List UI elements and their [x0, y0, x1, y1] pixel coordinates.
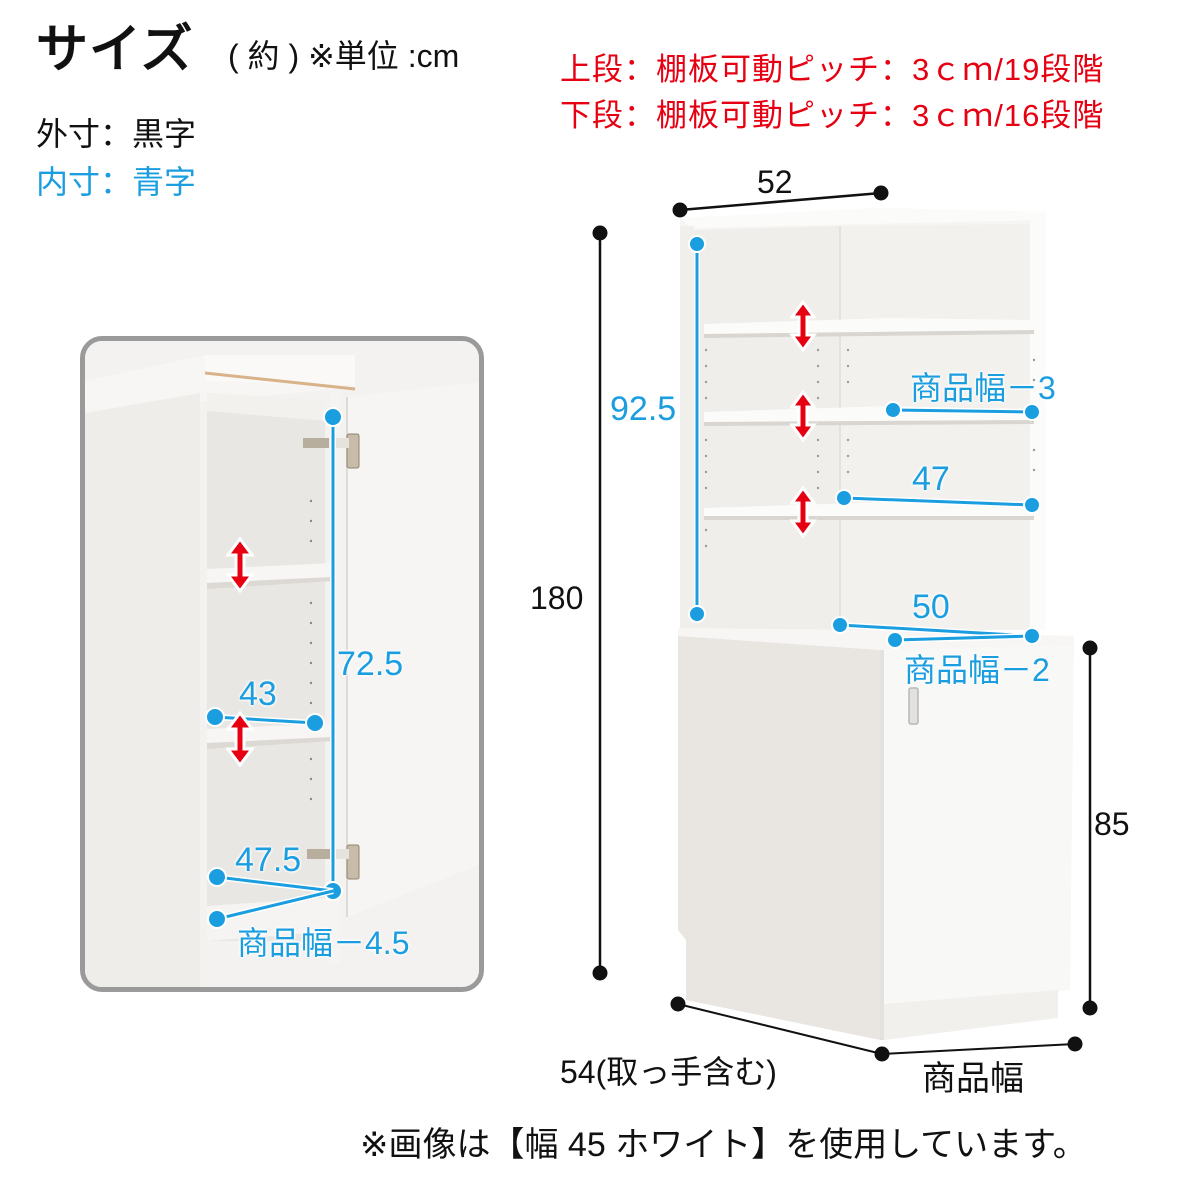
upper-shelf-pitch: 上段：棚板可動ピッチ：3ｃｍ/19段階 [560, 52, 1105, 87]
counter-depth-label: 50 [912, 588, 950, 626]
inset-shelf-depth-label: 43 [239, 675, 277, 713]
shelf-depth-label: 47 [912, 460, 950, 498]
door-handle-icon [908, 687, 919, 725]
lower-height-label: 85 [1094, 806, 1130, 842]
lower-inner-width-label: 商品幅－2 [904, 652, 1050, 688]
upper-height-label: 92.5 [610, 390, 677, 428]
lower-shelf-pitch: 下段：棚板可動ピッチ：3ｃｍ/16段階 [560, 98, 1105, 133]
shelf-adjust-arrow-icon [789, 299, 817, 539]
upper-shelf-unit [680, 208, 1046, 630]
inner-height-dimension-line [323, 407, 343, 901]
footnote: ※画像は【幅 45 ホワイト】を使用しています。 [360, 1126, 1087, 1164]
bottom-dimension-lines [207, 867, 334, 929]
lower-cabinet [678, 628, 1074, 1040]
legend-inner-dimensions: 内寸：青字 [36, 164, 197, 200]
shelf-adjust-arrow-icon [225, 536, 255, 768]
interior-closeup-illustration [85, 341, 479, 987]
unit-note: ( 約 ) ※単位 :cm [228, 38, 460, 74]
inset-inner-height-label: 72.5 [337, 645, 404, 683]
bottom-depth-label: 54(取っ手含む) [560, 1054, 777, 1090]
inner-dimension-lines [688, 235, 1041, 649]
legend-outer-dimensions: 外寸：黒字 [36, 116, 197, 152]
page-title: サイズ [36, 21, 194, 79]
width-label: 商品幅 [922, 1060, 1024, 1098]
inset-bottom-depth-label: 47.5 [235, 841, 302, 879]
total-height-label: 180 [530, 580, 584, 616]
inset-inner-width-label: 商品幅－4.5 [237, 925, 410, 961]
shelf-depth-dimension-line [205, 707, 325, 733]
top-depth-label: 52 [757, 164, 793, 200]
outer-dimension-lines [592, 185, 1098, 1062]
interior-closeup-inset: 72.5 43 47.5 商品幅－4.5 [80, 336, 484, 992]
hinge-icon [303, 433, 360, 880]
upper-inner-width-label: 商品幅－3 [910, 370, 1056, 406]
